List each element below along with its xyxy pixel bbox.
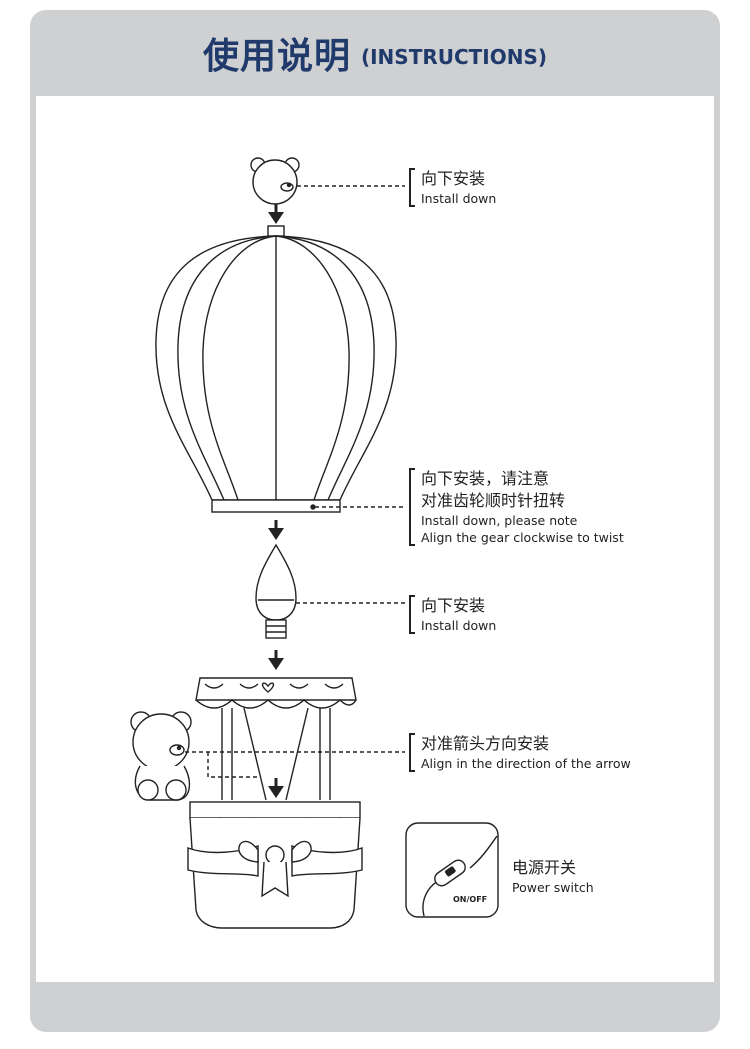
down-arrow-3-icon <box>268 650 284 670</box>
bear-figurine-icon <box>130 711 192 801</box>
on-off-label: ON/OFF <box>453 895 488 904</box>
power-switch-cn: 电源开关 <box>512 858 577 877</box>
step-1-note: 向下安装 Install down <box>409 168 496 207</box>
step-3-cn: 向下安装 <box>421 596 486 615</box>
bear-topper-icon <box>250 157 300 205</box>
page-title-cn: 使用说明 <box>202 36 351 77</box>
basket-base <box>187 801 363 929</box>
step-2-note: 向下安装，请注意 对准齿轮顺时针扭转 Install down, please … <box>409 468 624 546</box>
page-title-en: (INSTRUCTIONS) <box>360 45 548 69</box>
step-1-en: Install down <box>421 191 497 206</box>
bulb-icon <box>255 543 297 639</box>
power-switch-en: Power switch <box>512 880 594 895</box>
step-3-note: 向下安装 Install down <box>409 595 496 634</box>
step-4-cn: 对准箭头方向安装 <box>421 734 550 753</box>
down-arrow-1-icon <box>268 204 284 224</box>
step-1-cn: 向下安装 <box>421 169 486 188</box>
step-2-cn-line2: 对准齿轮顺时针扭转 <box>421 491 566 510</box>
basket-canopy <box>195 677 357 801</box>
down-arrow-2-icon <box>268 520 284 540</box>
down-arrow-4-icon <box>268 778 284 798</box>
step-4-en: Align in the direction of the arrow <box>421 756 631 771</box>
power-switch-illustration <box>405 822 499 918</box>
balloon-shade <box>155 225 397 513</box>
power-switch-label: 电源开关 Power switch <box>512 857 594 896</box>
step-4-note: 对准箭头方向安装 Align in the direction of the a… <box>409 733 631 772</box>
bear-placement-guide <box>207 752 260 778</box>
content-panel <box>36 96 714 982</box>
step-2-cn-line1: 向下安装，请注意 <box>421 469 550 488</box>
step-2-en-line1: Install down, please note <box>421 513 578 528</box>
step-2-en-line2: Align the gear clockwise to twist <box>421 530 624 545</box>
step-3-en: Install down <box>421 618 497 633</box>
header: 使用说明 (INSTRUCTIONS) <box>30 10 720 96</box>
